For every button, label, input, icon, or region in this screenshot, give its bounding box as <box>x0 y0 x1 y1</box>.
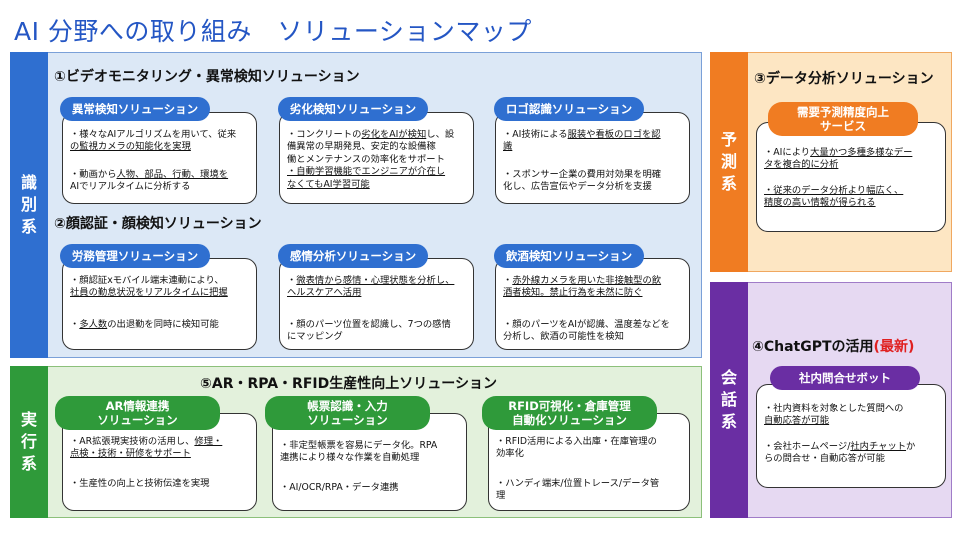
anomaly-text: AIでリアルタイムに分析する <box>70 181 191 193</box>
demand-text: ・AIにより <box>764 147 811 158</box>
identification-band: 識 別 系 <box>10 52 48 358</box>
latest-tag: (最新) <box>873 339 915 355</box>
section-title-video-monitoring: ①ビデオモニタリング・異常検知ソリューション <box>54 69 360 85</box>
card-internal-chatbot: ・社内資料を対象とした質問への自動応答が可能 ・会社ホームページ/社内チャットか… <box>756 384 946 488</box>
pill-emotion-analysis: 感情分析ソリューション <box>278 244 428 268</box>
emotion-text: 微表情から感情・心理状態を分析し、 <box>296 275 455 286</box>
emotion-text: ・顔のパーツ位置を認識し、7つの感情 <box>287 319 451 330</box>
deterioration-text: ・コンクリートの <box>287 129 362 140</box>
ar-text: ・生産性の向上と技術伝達を実現 <box>70 478 210 489</box>
chatbot-text: 社内チャット <box>850 441 907 452</box>
ar-text: ・AR拡張現実技術の活用し、 <box>70 436 195 447</box>
anomaly-text: 人物、部品、行動、環境を <box>116 169 229 180</box>
pill-logo-recognition: ロゴ認識ソリューション <box>494 97 644 121</box>
section-title-productivity: ⑤AR・RPA・RFID生産性向上ソリューション <box>200 376 497 392</box>
pill-deterioration-detection: 劣化検知ソリューション <box>278 97 428 121</box>
card-demand-forecast: ・AIにより大量かつ多種多様なデータを複合的に分析 ・従来のデータ分析より幅広く… <box>756 122 946 232</box>
logo-text: ・AI技術による <box>503 129 568 140</box>
pill-ar-info: AR情報連携 ソリューション <box>55 396 220 430</box>
chatgpt-title-text: ④ChatGPTの活用 <box>752 339 874 355</box>
deterioration-text: 働とメンテナンスの効率化をサポート <box>287 153 445 165</box>
section-title-data-analysis: ③データ分析ソリューション <box>754 71 934 87</box>
drinking-text: ・顔のパーツをAIが認識、温度差などを <box>503 319 670 330</box>
pill-internal-chatbot: 社内問合せボット <box>770 366 920 390</box>
drinking-text: 赤外線カメラを用いた非接触型の飲 <box>512 275 662 286</box>
deterioration-text: 備異常の早期発見、安定的な設備稼 <box>287 141 436 153</box>
chatbot-text: らの問合せ・自動応答が可能 <box>764 453 885 465</box>
pill-demand-forecast: 需要予測精度向上 サービス <box>768 102 918 136</box>
section-title-face-recognition: ②顔認証・顔検知ソリューション <box>54 216 262 232</box>
labor-text: ・顔認証xモバイル端末連動により、 <box>70 275 224 286</box>
drinking-text: ・ <box>503 275 513 286</box>
emotion-text: ヘルスケアへ活用 <box>287 287 362 299</box>
chatbot-text: ・社内資料を対象とした質問への <box>764 403 904 414</box>
pill-form-recognition: 帳票認識・入力 ソリューション <box>265 396 430 430</box>
logo-text: 化し、広告宣伝やデータ分析を支援 <box>503 181 652 193</box>
labor-text: 社員の勤怠状況をリアルタイムに把握 <box>70 287 228 299</box>
demand-text: 大量かつ多種多様なデー <box>810 147 913 158</box>
deterioration-text: ・自動学習機能でエンジニアが介在し <box>287 166 446 178</box>
emotion-text: にマッピング <box>287 331 343 343</box>
labor-text: ・ <box>70 319 80 330</box>
drinking-text: 分析し、飲酒の可能性を検知 <box>503 331 624 343</box>
chatbot-text: 自動応答が可能 <box>764 415 830 427</box>
chatbot-text: ・会社ホームページ/ <box>764 441 851 452</box>
labor-text: の出退勤を同時に検知可能 <box>107 319 219 330</box>
deterioration-text: 劣化をAIが検知 <box>361 129 427 140</box>
labor-text: 多人数 <box>79 319 108 330</box>
page-title: AI 分野への取り組み ソリューションマップ <box>14 17 532 46</box>
rfid-text: ・ハンディ端末/位置トレース/データ管 <box>496 478 660 489</box>
pill-rfid: RFID可視化・倉庫管理 自動化ソリューション <box>482 396 657 430</box>
deterioration-text: なくてもAI学習可能 <box>287 178 370 190</box>
card-anomaly-detection: ・様々なAIアルゴリズムを用いて、従来の監視カメラの知能化を実現 ・動画から人物… <box>62 112 257 204</box>
card-drinking-detection: ・赤外線カメラを用いた非接触型の飲酒者検知。禁止行為を未然に防ぐ ・顔のパーツを… <box>495 258 690 350</box>
section-title-chatgpt: ④ChatGPTの活用(最新) <box>752 336 914 356</box>
anomaly-text: ・動画から <box>70 169 117 180</box>
pill-anomaly-detection: 異常検知ソリューション <box>60 97 210 121</box>
conversation-band: 会 話 系 <box>710 282 748 518</box>
logo-text: 服装や看板のロゴを認 <box>567 129 661 140</box>
card-labor-management: ・顔認証xモバイル端末連動により、社員の勤怠状況をリアルタイムに把握 ・多人数の… <box>62 258 257 350</box>
anomaly-text: ・様々なAIアルゴリズムを用いて、従来 <box>70 129 237 140</box>
drinking-text: 酒者検知。禁止行為を未然に防ぐ <box>503 287 643 299</box>
pill-drinking-detection: 飲酒検知ソリューション <box>494 244 644 268</box>
rfid-text: ・RFID活用による入出庫・在庫管理の <box>496 436 657 447</box>
rfid-text: 理 <box>496 490 506 502</box>
form-text: 連携により様々な作業を自動処理 <box>280 452 420 464</box>
rfid-text: 効率化 <box>496 448 524 460</box>
form-text: ・AI/OCR/RPA・データ連携 <box>280 482 399 493</box>
execution-band: 実 行 系 <box>10 366 48 518</box>
emotion-text: ・ <box>287 275 297 286</box>
demand-text: 精度の高い情報が得られる <box>764 197 876 209</box>
chatbot-text: か <box>906 441 916 452</box>
pill-labor-management: 労務管理ソリューション <box>60 244 210 268</box>
ar-text: 修理・ <box>194 436 223 447</box>
demand-text: タを複合的に分析 <box>764 159 839 171</box>
card-deterioration-detection: ・コンクリートの劣化をAIが検知し、設備異常の早期発見、安定的な設備稼働とメンテ… <box>279 112 474 204</box>
card-logo-recognition: ・AI技術による服装や看板のロゴを認識 ・スポンサー企業の費用対効果を明確化し、… <box>495 112 690 204</box>
demand-text: ・従来のデータ分析より幅広く、 <box>764 185 904 196</box>
ar-text: 点検・技術・研修をサポート <box>70 448 191 460</box>
deterioration-text: し、設 <box>426 129 455 140</box>
logo-text: 識 <box>503 141 513 153</box>
logo-text: ・スポンサー企業の費用対効果を明確 <box>503 169 662 180</box>
anomaly-text: の監視カメラの知能化を実現 <box>70 141 191 153</box>
card-emotion-analysis: ・微表情から感情・心理状態を分析し、ヘルスケアへ活用 ・顔のパーツ位置を認識し、… <box>279 258 474 350</box>
form-text: ・非定型帳票を容易にデータ化。RPA <box>280 440 438 451</box>
prediction-band: 予 測 系 <box>710 52 748 272</box>
